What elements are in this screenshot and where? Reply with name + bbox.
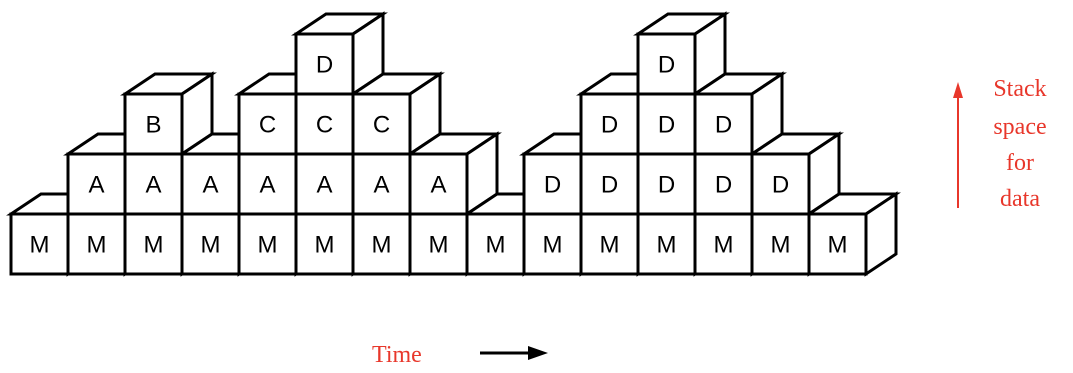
cube-label: M (372, 232, 392, 259)
stack-cube: D (633, 11, 730, 97)
cube-label: M (30, 232, 50, 259)
cube-label: D (658, 172, 675, 199)
cube-label: M (201, 232, 221, 259)
cube-label: M (828, 232, 848, 259)
cube-label: D (601, 172, 618, 199)
cube-label: M (87, 232, 107, 259)
stack-cube: D (291, 11, 388, 97)
cube-label: A (259, 172, 275, 199)
stack-label-line-4: data (1000, 186, 1040, 212)
cube-label: B (145, 112, 161, 139)
stack-cube: C (348, 71, 445, 157)
cube-label: D (544, 172, 561, 199)
cube-label: M (771, 232, 791, 259)
cube-label: A (430, 172, 446, 199)
cube-label: M (600, 232, 620, 259)
cube-label: C (373, 112, 390, 139)
cube-label: D (772, 172, 789, 199)
cube-label: D (658, 112, 675, 139)
cube-label: A (88, 172, 104, 199)
stack-space-arrow-icon (953, 82, 963, 208)
cube-label: A (373, 172, 389, 199)
stack-cube: D (690, 71, 787, 157)
cube-label: M (315, 232, 335, 259)
cube-label: D (715, 172, 732, 199)
cube-label: A (145, 172, 161, 199)
stack-label-line-2: space (993, 114, 1046, 140)
cube-label: C (259, 112, 276, 139)
cube-label: D (601, 112, 618, 139)
stack-space-axis: Stack space for data (953, 76, 1047, 212)
time-axis: Time (372, 342, 548, 368)
cube-label: M (144, 232, 164, 259)
cube-front-face (807, 212, 868, 276)
cube-label: A (316, 172, 332, 199)
stack-cube: M (804, 191, 901, 277)
time-label: Time (372, 342, 422, 368)
stack-label-line-1: Stack (993, 76, 1046, 102)
cube-label: M (258, 232, 278, 259)
stack-label-line-3: for (1006, 150, 1034, 176)
stack-cubes: M M A M A B M A M A C M A C D M A C M A M M D M D D M D D D M D D M D M (6, 11, 901, 277)
cube-label: D (715, 112, 732, 139)
cube-label: D (316, 52, 333, 79)
cube-label: D (658, 52, 675, 79)
stack-cube: B (120, 71, 217, 157)
stack-cube: D (747, 131, 844, 217)
cube-label: A (202, 172, 218, 199)
cube-label: M (486, 232, 506, 259)
cube-label: M (657, 232, 677, 259)
time-arrow-icon (480, 346, 548, 360)
cube-label: M (714, 232, 734, 259)
cube-label: M (429, 232, 449, 259)
cube-label: C (316, 112, 333, 139)
cube-label: M (543, 232, 563, 259)
